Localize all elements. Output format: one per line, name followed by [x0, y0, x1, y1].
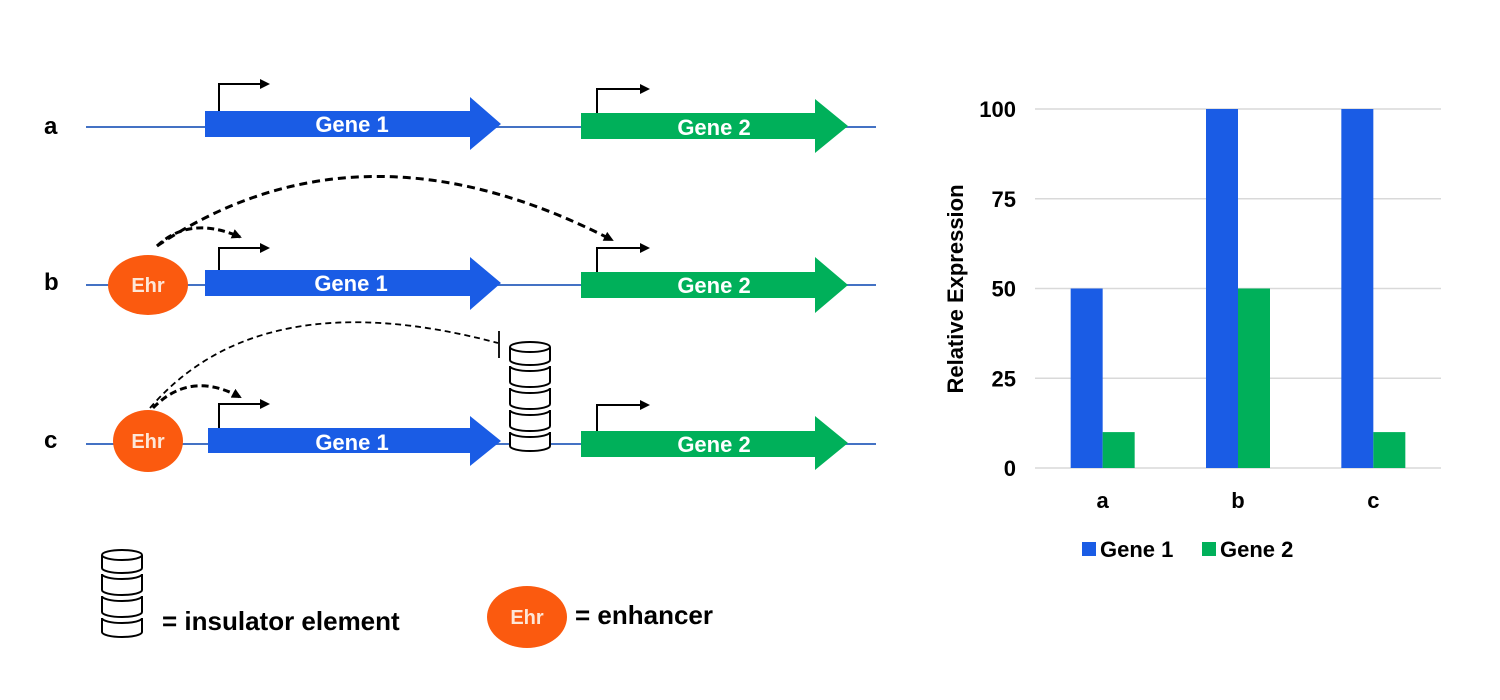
- diagram-legend: = insulator element Ehr = enhancer: [101, 549, 713, 648]
- x-axis-ticks: a b c: [1097, 488, 1380, 513]
- enhancer-ellipse: Ehr: [113, 410, 183, 472]
- enhancer-blocked-arrow: [149, 321, 499, 409]
- gene2-label: Gene 2: [677, 115, 750, 140]
- promoter-arrow-icon: [218, 79, 270, 111]
- row-label-c: c: [44, 427, 57, 454]
- svg-text:Ehr: Ehr: [510, 607, 544, 629]
- y-axis-ticks: 0 25 50 75 100: [979, 97, 1016, 481]
- y-tick-label: 25: [992, 366, 1016, 391]
- bar-gene1-b: [1206, 109, 1238, 468]
- gene2-arrow: Gene 2: [581, 257, 848, 313]
- row-label-b: b: [44, 269, 59, 296]
- promoter-arrow-icon: [596, 84, 650, 113]
- row-c: c Gene 1 Gene 2 Ehr: [44, 321, 876, 472]
- insulator-icon: [509, 341, 551, 452]
- enhancer-label: Ehr: [131, 275, 165, 297]
- enhancer-label: Ehr: [131, 431, 165, 453]
- bar-gene1-c: [1341, 109, 1374, 468]
- promoter-arrow-icon: [596, 243, 650, 272]
- chart-bars: [1070, 109, 1406, 468]
- gene1-label: Gene 1: [315, 112, 388, 137]
- gene1-arrow: Gene 1: [205, 97, 501, 150]
- y-tick-label: 75: [992, 187, 1016, 212]
- enhancer-activation-arrow: [155, 226, 242, 248]
- y-tick-label: 50: [992, 277, 1016, 302]
- enhancer-activation-arrow: [151, 384, 242, 410]
- promoter-arrow-icon: [218, 243, 270, 270]
- insulator-legend-icon: [101, 549, 143, 638]
- legend-swatch: [1082, 542, 1096, 556]
- insulator-legend-text: = insulator element: [162, 606, 400, 636]
- bar-gene2-b: [1238, 288, 1270, 468]
- gene2-label: Gene 2: [677, 432, 750, 457]
- x-tick-label: a: [1097, 488, 1110, 513]
- gene1-arrow: Gene 1: [205, 257, 501, 310]
- bar-gene2-a: [1102, 432, 1135, 468]
- gene2-arrow: Gene 2: [581, 416, 848, 470]
- promoter-arrow-icon: [596, 400, 650, 431]
- row-a: a Gene 1 Gene 2: [44, 79, 876, 153]
- gene2-arrow: Gene 2: [581, 99, 848, 153]
- chart-legend: Gene 1 Gene 2: [1082, 537, 1293, 562]
- x-tick-label: c: [1367, 488, 1379, 513]
- row-b: b Gene 1 Gene 2 Ehr: [44, 174, 876, 315]
- enhancer-long-range-arrow: [156, 174, 614, 248]
- legend-label: Gene 1: [1100, 537, 1173, 562]
- enhancer-ellipse: Ehr: [108, 255, 188, 315]
- bar-chart: 0 25 50 75 100 a b c Relative Expression Gene …: [943, 97, 1441, 562]
- y-axis-label: Relative Expression: [943, 184, 968, 393]
- enhancer-legend-text: = enhancer: [575, 600, 713, 630]
- gene2-label: Gene 2: [677, 273, 750, 298]
- y-tick-label: 100: [979, 97, 1016, 122]
- bar-gene1-a: [1070, 288, 1103, 468]
- legend-swatch: [1202, 542, 1216, 556]
- gene1-label: Gene 1: [314, 271, 387, 296]
- x-tick-label: b: [1231, 488, 1244, 513]
- gene1-arrow: Gene 1: [208, 416, 501, 466]
- enhancer-legend-icon: Ehr: [487, 586, 567, 648]
- bar-gene2-c: [1373, 432, 1406, 468]
- legend-label: Gene 2: [1220, 537, 1293, 562]
- y-tick-label: 0: [1004, 456, 1016, 481]
- gene1-label: Gene 1: [315, 430, 388, 455]
- row-label-a: a: [44, 113, 58, 140]
- promoter-arrow-icon: [218, 399, 270, 428]
